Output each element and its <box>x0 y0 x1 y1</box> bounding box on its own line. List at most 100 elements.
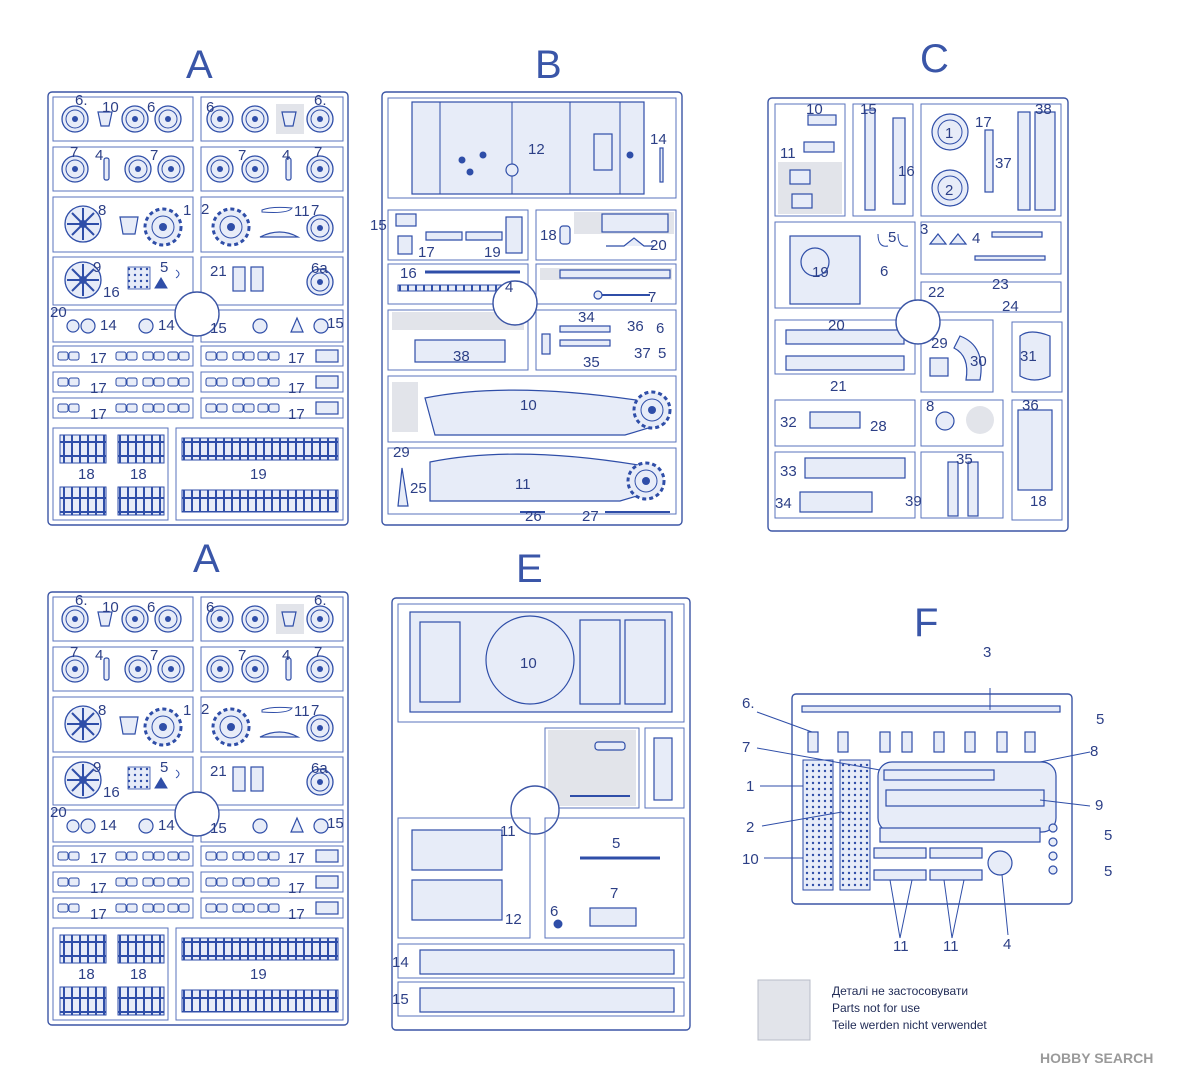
part-label-c-21: 30 <box>970 353 987 370</box>
part-label-c-28: 35 <box>956 451 973 468</box>
sprue-e-letter: E <box>516 547 543 591</box>
part-label-a-22: 20 <box>50 804 67 821</box>
part-label-a-2: 10 <box>102 599 119 616</box>
part-label-f-5: 8 <box>1090 743 1098 760</box>
part-label-f-1: 3 <box>983 644 991 661</box>
part-label-a-28: 17 <box>288 350 305 367</box>
part-label-a-30: 17 <box>288 380 305 397</box>
sprue-a-letter: A <box>186 43 213 87</box>
part-label-b-22: 26 <box>525 508 542 525</box>
part-label-a-27: 17 <box>90 350 107 367</box>
part-label-c-24: 28 <box>870 418 887 435</box>
part-label-a-7: 4 <box>95 147 103 164</box>
part-label-a-15: 11 <box>294 703 310 720</box>
part-label-a-25: 15 <box>210 820 227 837</box>
legend-line-ukrainian: Деталі не застосовувати <box>832 984 969 998</box>
part-label-a-29: 17 <box>90 380 107 397</box>
part-label-b-14: 35 <box>583 354 600 371</box>
part-label-c-2: 11 <box>780 145 796 162</box>
part-label-a-32: 17 <box>288 406 305 423</box>
part-label-c-9: 38 <box>1035 101 1052 118</box>
part-label-f-13: 11 <box>943 938 959 955</box>
part-label-a-34: 18 <box>130 466 147 483</box>
part-label-a-21: 6a <box>311 260 328 277</box>
part-label-f-3: 5 <box>1096 711 1104 728</box>
sprue-a-bottom-letter: A <box>193 537 220 581</box>
part-label-a-6: 7 <box>70 144 78 161</box>
watermark: HOBBY SEARCH <box>1040 1050 1154 1066</box>
part-label-a-10: 4 <box>282 147 290 164</box>
part-label-e-1: 10 <box>520 655 537 672</box>
part-label-f-12: 11 <box>893 938 909 955</box>
part-label-a-31: 17 <box>90 906 107 923</box>
part-label-c-12: 4 <box>972 230 980 247</box>
part-label-b-23: 27 <box>582 508 599 525</box>
part-label-a-33: 18 <box>78 966 95 983</box>
part-label-a-21: 6a <box>311 760 328 777</box>
part-label-a-19: 16 <box>103 284 120 301</box>
part-label-b-11: 34 <box>578 309 595 326</box>
part-label-c-4: 16 <box>898 163 915 180</box>
part-label-c-30: 39 <box>905 493 922 510</box>
sprue-f-letter: F <box>914 601 938 645</box>
part-label-a-9: 7 <box>238 147 246 164</box>
part-label-b-4: 17 <box>418 244 435 261</box>
part-label-a-25: 15 <box>210 320 227 337</box>
part-label-a-7: 4 <box>95 647 103 664</box>
sprue-b-letter: B <box>535 43 562 87</box>
part-label-a-8: 7 <box>150 647 158 664</box>
part-label-a-23: 14 <box>100 317 117 334</box>
part-label-a-20: 21 <box>210 763 227 780</box>
part-label-b-10: 7 <box>648 289 656 306</box>
part-label-f-6: 1 <box>746 778 754 795</box>
part-label-c-26: 36 <box>1022 397 1039 414</box>
part-label-b-1: 12 <box>528 141 545 158</box>
part-label-a-34: 18 <box>130 966 147 983</box>
part-label-a-14: 2 <box>201 201 209 218</box>
part-label-a-26: 15 <box>327 815 344 832</box>
part-label-f-7: 9 <box>1095 797 1103 814</box>
part-label-c-18: 20 <box>828 317 845 334</box>
part-label-e-7: 14 <box>392 954 409 971</box>
part-label-a-4: 6 <box>206 99 214 116</box>
part-label-b-13: 6 <box>656 320 664 337</box>
part-label-a-11: 7 <box>314 144 322 161</box>
part-label-a-12: 8 <box>98 702 106 719</box>
sprue-a-bottom <box>48 592 348 1025</box>
part-label-a-5: 6. <box>314 592 327 609</box>
part-label-b-15: 37 <box>634 345 651 362</box>
part-label-a-22: 20 <box>50 304 67 321</box>
part-label-b-12: 36 <box>627 318 644 335</box>
part-label-a-11: 7 <box>314 644 322 661</box>
part-label-a-35: 19 <box>250 466 267 483</box>
part-label-a-16: 7 <box>311 702 319 719</box>
part-label-b-8: 16 <box>400 265 417 282</box>
part-label-c-29: 34 <box>775 495 792 512</box>
part-label-c-15: 22 <box>928 284 945 301</box>
part-label-f-8: 2 <box>746 819 754 836</box>
part-label-c-6: 2 <box>945 182 953 199</box>
sprue-b <box>381 91 683 526</box>
part-label-f-2: 6. <box>742 695 755 712</box>
part-label-a-19: 16 <box>103 784 120 801</box>
part-label-a-8: 7 <box>150 147 158 164</box>
part-label-a-28: 17 <box>288 850 305 867</box>
part-label-b-7: 20 <box>650 237 667 254</box>
part-label-f-4: 7 <box>742 739 750 756</box>
legend-line-german: Teile werden nicht verwendet <box>832 1018 987 1032</box>
sprue-c <box>767 97 1069 532</box>
part-label-a-31: 17 <box>90 406 107 423</box>
part-label-b-21: 11 <box>515 476 531 493</box>
part-label-c-14: 6 <box>880 263 888 280</box>
part-label-f-9: 10 <box>742 851 759 868</box>
part-label-b-20: 25 <box>410 480 427 497</box>
part-label-b-16: 5 <box>658 345 666 362</box>
part-label-b-2: 14 <box>650 131 667 148</box>
